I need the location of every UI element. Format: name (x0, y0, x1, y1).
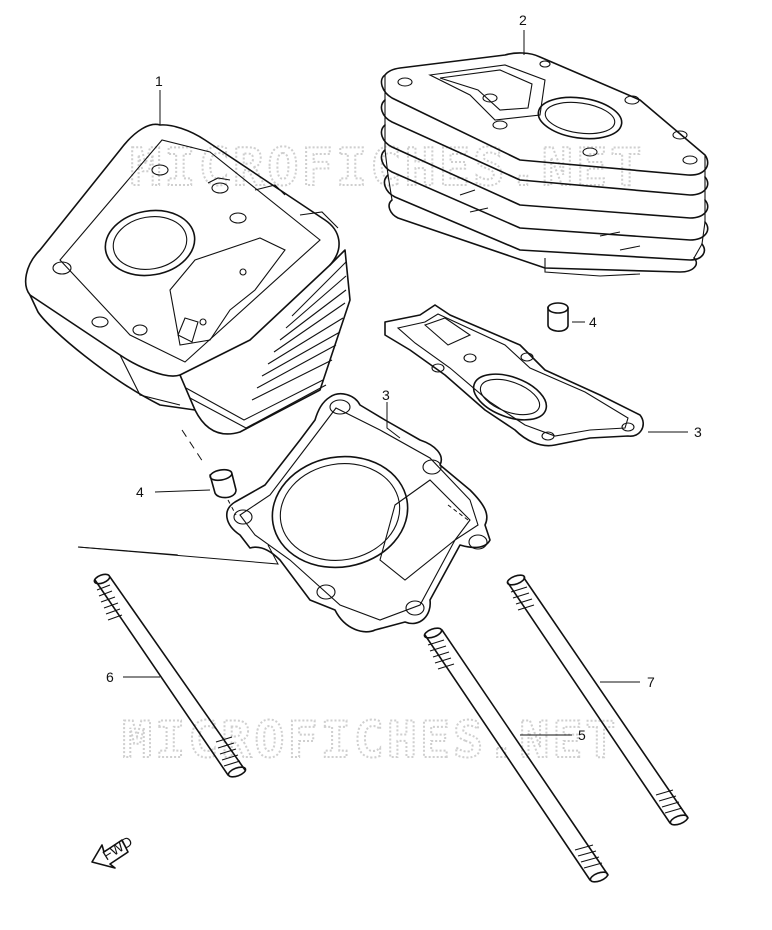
leader-4-left (154, 489, 211, 493)
callout-4-right: 4 (589, 314, 597, 330)
cylinder-block-part (380, 52, 709, 277)
callout-2: 2 (519, 12, 527, 28)
stud-bolt-5-part (423, 627, 609, 883)
stud-bolt-6-part (93, 573, 247, 778)
dowel-pin-left-part (181, 429, 237, 516)
stud-locator-leader (77, 544, 279, 565)
leader-3-center (386, 402, 401, 439)
callout-6: 6 (106, 669, 114, 685)
callout-1: 1 (155, 73, 163, 89)
callout-3-center: 3 (382, 387, 390, 403)
head-gasket-right-part (384, 304, 644, 447)
callout-3-right: 3 (694, 424, 702, 440)
dowel-pin-right-part (547, 302, 569, 332)
callout-7: 7 (647, 674, 655, 690)
watermark-bottom: MICROFICHES.NET (122, 711, 619, 769)
callout-5: 5 (578, 727, 586, 743)
stud-bolt-7-part (506, 574, 689, 826)
callout-4-left: 4 (136, 484, 144, 500)
cylinder-head-part (24, 123, 351, 435)
fwd-arrow-icon: FWD (91, 833, 135, 869)
base-gasket-center-part (226, 393, 491, 633)
